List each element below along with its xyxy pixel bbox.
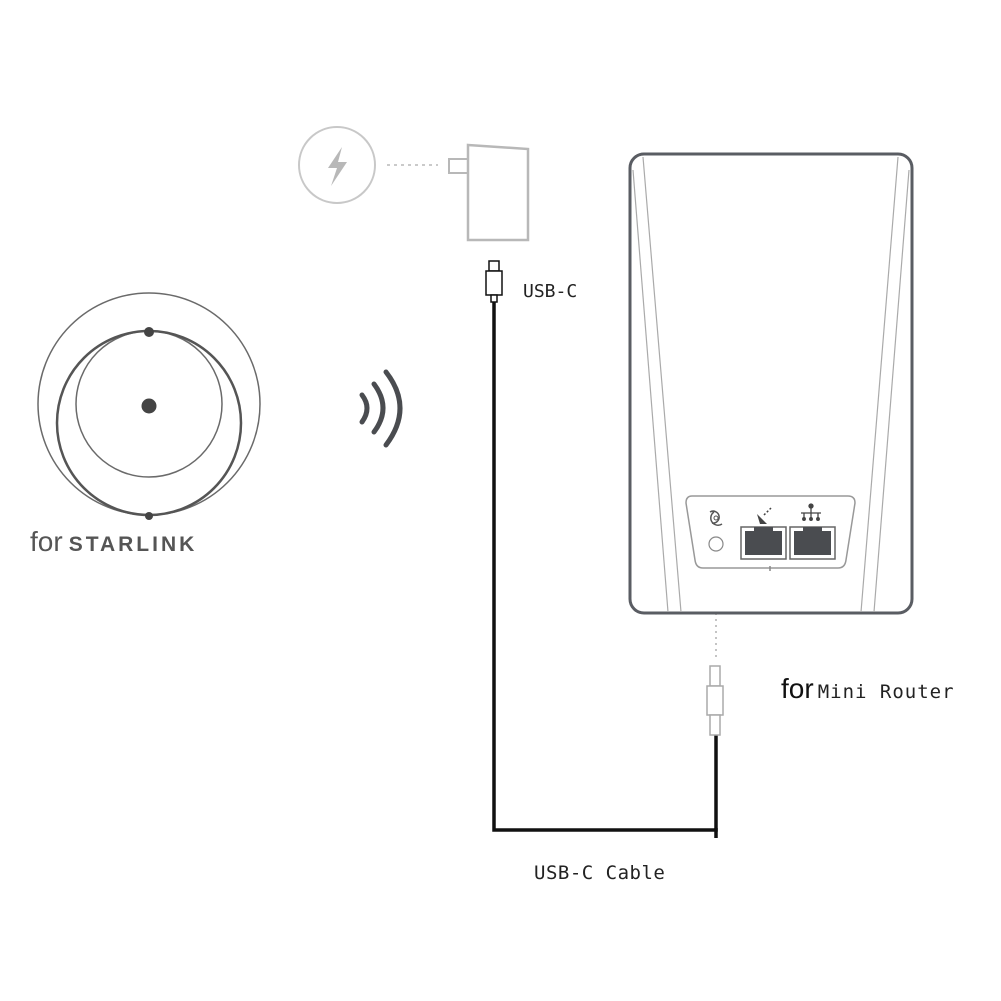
- usb-c-plug-bottom-icon: [706, 565, 724, 736]
- router-label-prefix: for: [781, 673, 814, 704]
- usb-c-cable-label: USB-C Cable: [534, 862, 666, 884]
- starlink-label-prefix: for: [30, 526, 63, 557]
- wall-plug-adapter-icon: [448, 143, 530, 242]
- router-label-name: Mini Router: [817, 681, 955, 703]
- satellite-dish-icon: [757, 507, 772, 524]
- mini-router-label: for Mini Router: [781, 673, 955, 705]
- usb-c-cable: [492, 302, 718, 832]
- lightning-bolt-icon: [328, 147, 347, 186]
- wifi-waves-icon: [359, 369, 403, 448]
- usb-c-label: USB-C: [523, 281, 578, 302]
- power-source: [298, 126, 438, 204]
- starlink-label-brand: STARLINK: [68, 533, 198, 556]
- reset-icon: [709, 510, 723, 526]
- reset-button: [708, 536, 724, 552]
- starlink-orbit-logo: [37, 292, 261, 520]
- usb-c-plug-top-icon: [485, 260, 503, 303]
- network-lan-icon: [801, 503, 821, 521]
- mini-router: [628, 152, 914, 615]
